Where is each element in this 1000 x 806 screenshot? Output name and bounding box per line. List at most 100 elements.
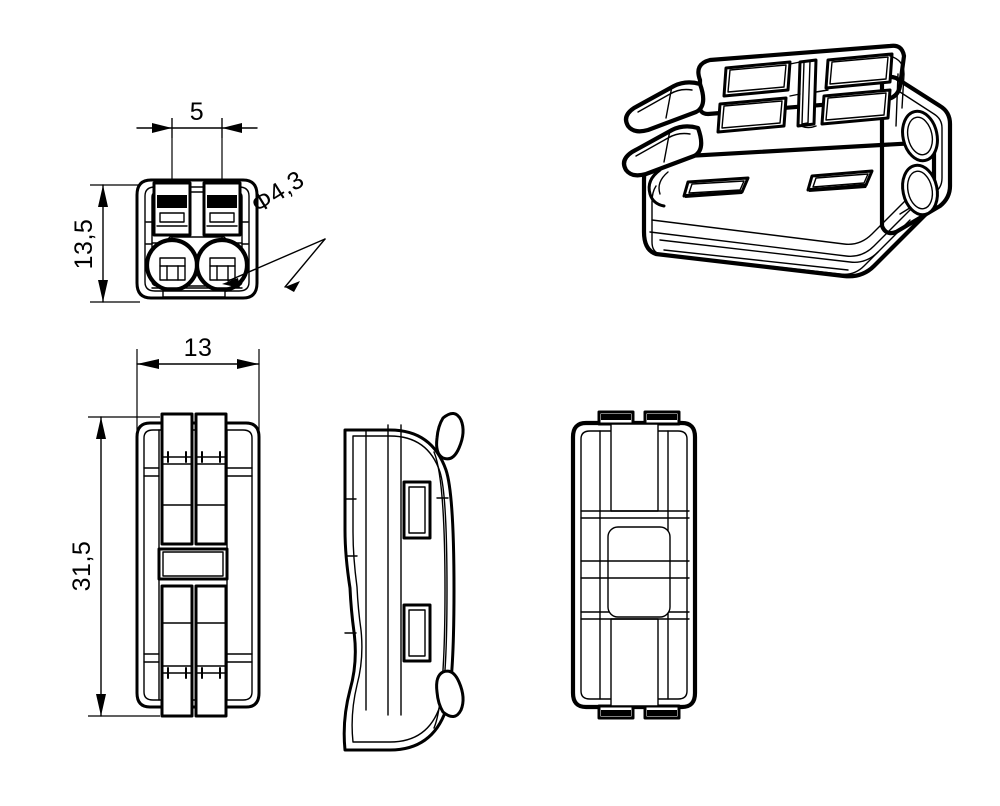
front-lever-upper-right xyxy=(194,412,228,546)
front-view-center-band xyxy=(157,547,229,581)
iso-center-ridge-inner xyxy=(801,60,811,125)
bore-left-contact xyxy=(159,257,186,281)
iso-deck-right-wrap xyxy=(889,55,905,109)
front-center-band-inner xyxy=(162,551,224,577)
front-lever-lower-right xyxy=(194,584,228,718)
back-nub-bottom-right-fill xyxy=(647,710,677,716)
dim315-arrow-top xyxy=(96,417,106,439)
back-view-top-nubs xyxy=(597,410,681,426)
bore-circle-left xyxy=(144,237,200,293)
back-nub-top-left-fill xyxy=(601,414,631,420)
dim43-leader-lower xyxy=(227,238,326,282)
iso-lever-arm-upper-tick xyxy=(665,85,673,119)
side-view-outline xyxy=(342,428,456,752)
dim5-arrow-left xyxy=(152,123,172,133)
dim5-arrow-right xyxy=(222,123,242,133)
back-panel-lower xyxy=(610,618,659,707)
iso-body-front-band1 xyxy=(651,187,919,245)
dim13-arrow-right xyxy=(237,359,259,369)
dim43-arrow-a xyxy=(285,281,300,292)
back-panel-upper xyxy=(610,423,659,512)
dim13-arrow-left xyxy=(137,359,159,369)
back-nub-bottom-left-fill xyxy=(601,710,631,716)
iso-left-levers xyxy=(621,80,706,208)
dimension-top-height: 13,5 xyxy=(70,184,140,303)
dim315-label: 31,5 xyxy=(68,541,96,592)
front-view-lower-levers xyxy=(160,584,228,718)
top-view xyxy=(135,118,259,300)
front-view xyxy=(135,412,261,718)
lever-slot-right-dark xyxy=(207,195,237,208)
iso-deck-link-1 xyxy=(789,61,801,65)
back-view xyxy=(570,410,698,720)
iso-deck-link-2 xyxy=(789,93,801,97)
dim135-arrow-top xyxy=(98,185,108,207)
iso-bore-upper-inner xyxy=(906,116,934,156)
iso-lever-pad-2-inner xyxy=(829,56,889,85)
iso-lever-pad-4-inner xyxy=(825,92,887,121)
iso-lever-arm-lower xyxy=(621,124,704,178)
iso-lever-arm-lower-tick xyxy=(663,129,671,163)
bore-circle-right xyxy=(194,237,250,293)
top-view-foot xyxy=(162,290,226,298)
lever-slot-right-tab xyxy=(209,212,235,223)
dim135-label: 13,5 xyxy=(70,219,98,270)
iso-deck-link-3 xyxy=(815,89,829,93)
front-view-inner-body xyxy=(143,429,253,701)
back-view-inner-body xyxy=(580,430,688,700)
iso-hinge-transition-inner xyxy=(658,171,669,195)
side-lever-tab-bottom xyxy=(435,669,465,718)
lever-slot-left-tab xyxy=(159,212,185,223)
iso-front-windows xyxy=(682,169,874,198)
top-view-outer-shell xyxy=(135,178,259,300)
iso-deck-right-edge xyxy=(895,73,899,127)
iso-bottom-contour-1 xyxy=(659,239,879,263)
bore-right-contact xyxy=(209,257,236,281)
dim13-label: 13 xyxy=(184,334,213,362)
iso-right-end-face xyxy=(879,74,953,236)
lever-slot-left xyxy=(152,181,192,237)
isometric-view xyxy=(621,43,953,279)
front-view-upper-levers xyxy=(160,412,228,546)
iso-hinge-transition xyxy=(647,168,666,208)
side-window-lower-inner xyxy=(408,609,426,657)
iso-body-front-contour xyxy=(651,185,911,276)
dim43-leader-upper xyxy=(284,238,326,288)
dim315-arrow-bottom xyxy=(96,694,106,716)
iso-lever-arm-upper xyxy=(623,80,706,134)
front-lever-upper-left xyxy=(160,412,194,546)
iso-window-right-inner xyxy=(812,173,869,188)
dim135-arrow-bottom xyxy=(98,280,108,302)
iso-bore-lower xyxy=(901,163,939,217)
lever-slot-left-dark xyxy=(157,195,187,208)
iso-window-left-shadow xyxy=(685,190,744,198)
lever-slot-right xyxy=(202,181,242,237)
back-center-rounded-rect xyxy=(607,526,671,618)
top-view-inner-shell xyxy=(144,186,250,292)
dimension-pin-pitch: 5 xyxy=(136,98,258,138)
back-view-bottom-nubs xyxy=(597,704,681,720)
front-lever-lower-left xyxy=(160,584,194,718)
dimension-body-length: 31,5 xyxy=(68,416,160,717)
iso-deck-link-4 xyxy=(797,123,817,129)
dim43-arrow-b xyxy=(222,278,240,288)
side-window-lower xyxy=(402,603,432,663)
side-window-upper-inner xyxy=(408,486,426,534)
iso-window-left-inner xyxy=(688,180,745,194)
back-nub-top-right-fill xyxy=(647,414,677,420)
side-lever-tab-top xyxy=(435,412,465,461)
iso-top-deck-outline xyxy=(696,43,907,117)
dim5-label: 5 xyxy=(190,98,204,126)
top-view-lever-slots xyxy=(152,181,242,237)
iso-bottom-contour-2 xyxy=(663,249,849,271)
iso-bore-lower-inner xyxy=(906,170,934,210)
side-view xyxy=(342,412,465,752)
dimension-body-width: 13 xyxy=(136,334,260,430)
back-view-outer-body xyxy=(570,420,698,710)
iso-bore-upper xyxy=(901,109,939,163)
iso-body-front-band2 xyxy=(649,201,919,257)
front-view-outer-body xyxy=(135,421,261,709)
iso-lever-pad-3-inner xyxy=(721,100,783,129)
